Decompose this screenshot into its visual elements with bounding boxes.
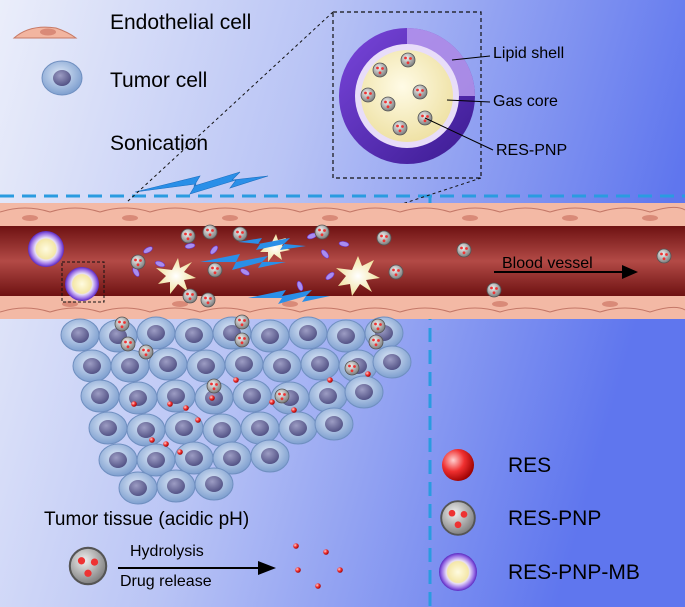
microbubble — [65, 267, 99, 301]
ultrasound-bolt-icon — [200, 254, 286, 270]
lipid-fragments — [132, 232, 350, 292]
blood-vessel — [0, 203, 685, 319]
inset-box — [332, 11, 482, 179]
microbubble — [28, 231, 64, 267]
release-pnp-icon — [68, 546, 108, 586]
tumor-tissue-label: Tumor tissue (acidic pH) — [44, 509, 250, 530]
blood-vessel-label: Blood vessel — [502, 255, 593, 272]
endothelial-cell-icon — [12, 26, 78, 39]
res-pnp-mb-legend-icon — [439, 553, 477, 591]
endothelial-cell-label: Endothelial cell — [110, 11, 252, 34]
zoom-source-box — [61, 261, 105, 303]
res-pnp-legend-label: RES-PNP — [508, 507, 602, 530]
res-legend-icon — [442, 449, 474, 481]
res-pnp-inset-label: RES-PNP — [496, 142, 568, 159]
sonication-bolt-icon — [134, 171, 269, 195]
cavitation-burst — [156, 258, 196, 294]
ultrasound-bolt-icon — [248, 290, 330, 304]
hydrolysis-label: Hydrolysis — [130, 543, 204, 560]
res-legend-label: RES — [508, 454, 552, 477]
tumor-cell-icon — [41, 60, 83, 96]
lipid-shell-label: Lipid shell — [493, 45, 565, 62]
tumor-cell-label: Tumor cell — [110, 69, 208, 92]
res-pnp-mb-legend-label: RES-PNP-MB — [508, 561, 640, 584]
gas-core-label: Gas core — [493, 93, 558, 110]
cavitation-burst — [336, 256, 380, 296]
res-pnp-legend-icon — [440, 500, 476, 536]
ultrasound-bolt-icon — [238, 238, 306, 250]
drug-release-label: Drug release — [120, 573, 212, 590]
sonication-label: Sonication — [110, 132, 209, 155]
microbubble-cross-section — [339, 28, 475, 164]
